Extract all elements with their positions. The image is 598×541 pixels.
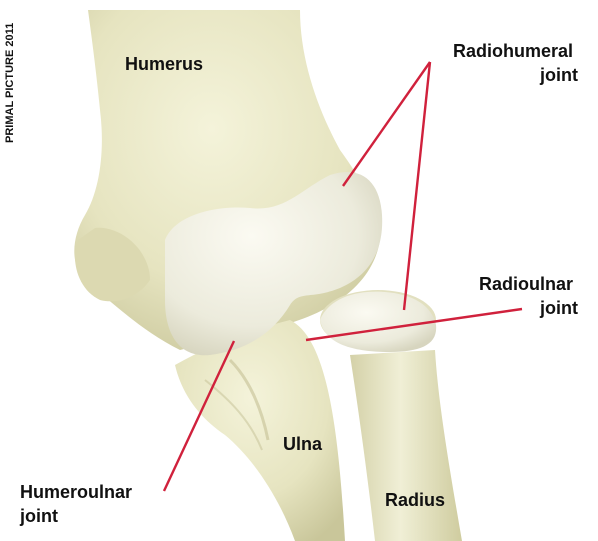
ulna-label: Ulna [283,434,323,454]
radiohumeral-leader-2 [404,62,430,310]
radioulnar-joint-label: Radioulnar joint [479,274,578,318]
credit-text: PRIMAL PICTURE 2011 [4,23,16,143]
humeroulnar-joint-label: Humeroulnar joint [19,482,137,526]
humerus-label: Humerus [125,54,203,74]
radiohumeral-joint-label: Radiohumeral joint [453,41,578,85]
radiohumeral-leader-1 [343,62,430,186]
radius-label: Radius [385,490,445,510]
